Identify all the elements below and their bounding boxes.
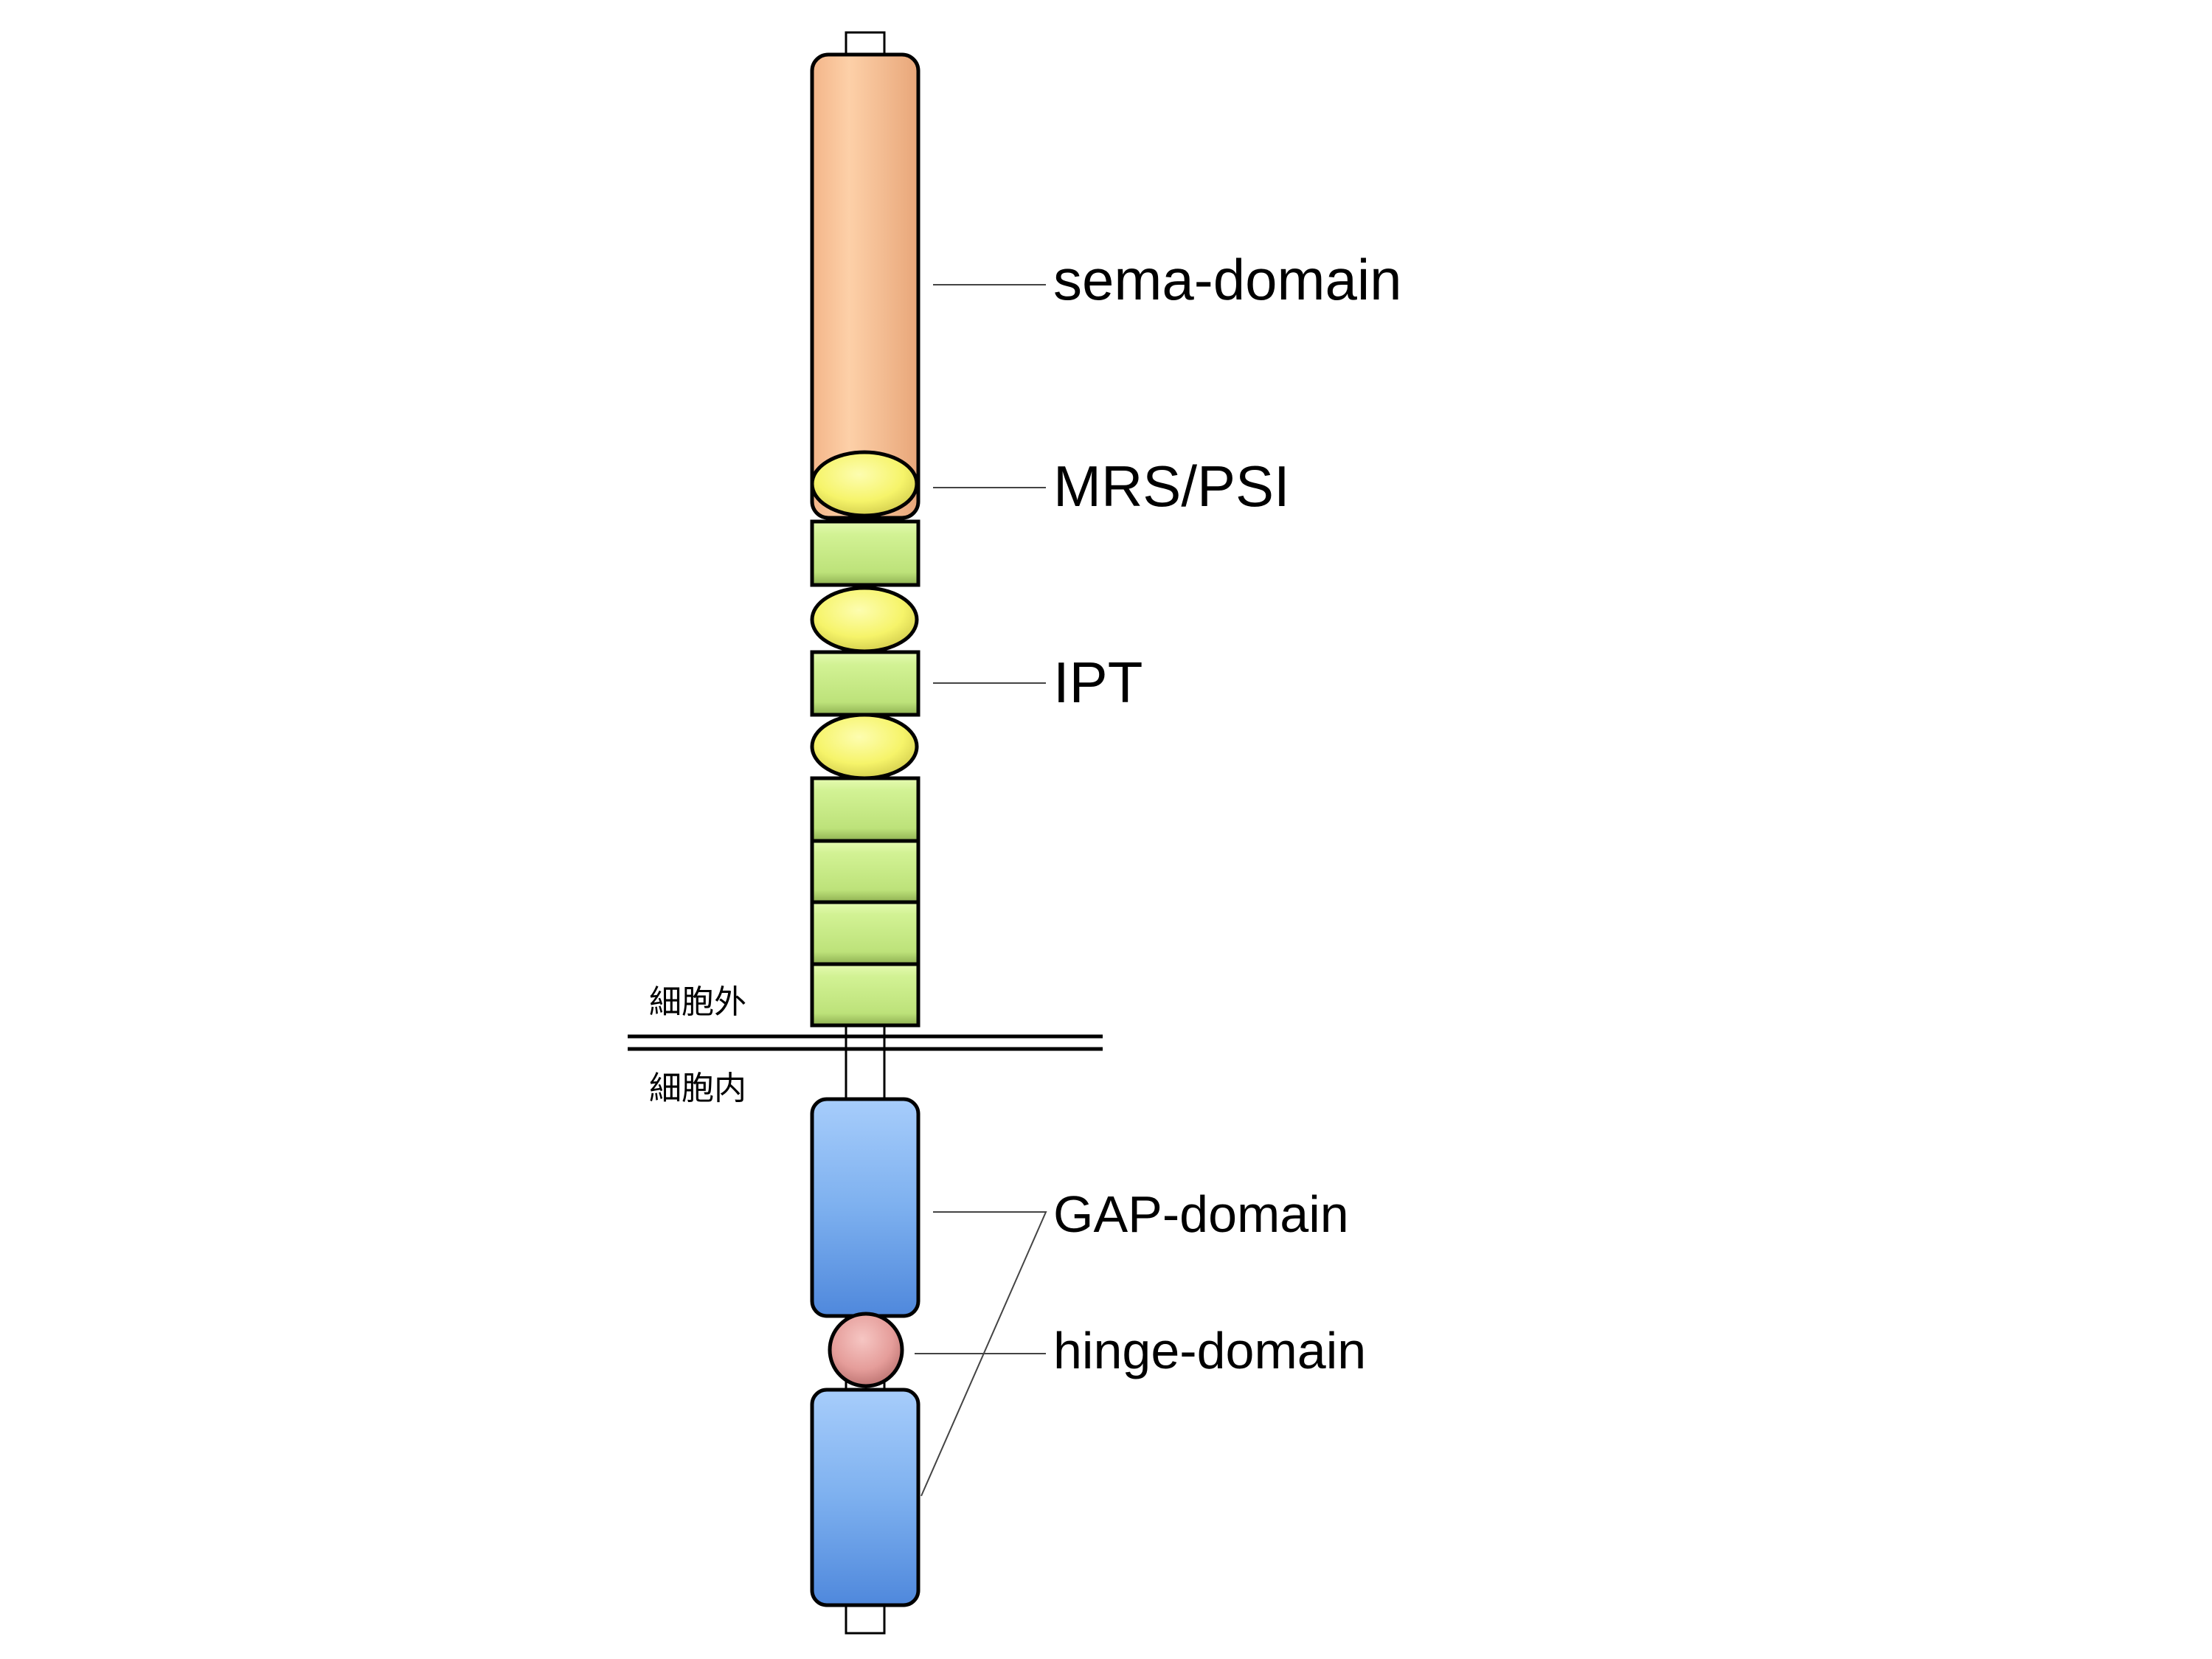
intracellular-label: 細胞内 (649, 1070, 746, 1107)
ipt-domain-shape (810, 900, 920, 966)
ipt-domain-shape (810, 962, 920, 1028)
extracellular-label: 細胞外 (649, 983, 746, 1021)
mrs-psi-shape (810, 450, 919, 518)
sema-domain-label: sema-domain (1053, 247, 1402, 312)
hinge-domain-label: hinge-domain (1053, 1322, 1366, 1379)
gap-domain-label: GAP-domain (1053, 1185, 1349, 1243)
gap-domain-shape-2 (810, 1388, 920, 1607)
ipt-label: IPT (1053, 650, 1143, 715)
sema-domain-shape (810, 52, 920, 520)
ipt-domain-shape (810, 776, 920, 843)
gap-leader-line (920, 1211, 1047, 1497)
hinge-domain-shape (828, 1312, 904, 1388)
psi-ellipse-shape (810, 713, 919, 780)
ipt-domain-shape (810, 519, 920, 587)
transmembrane-stub (845, 1020, 886, 1104)
mrs-psi-label: MRS/PSI (1053, 454, 1290, 519)
ipt-domain-shape (810, 650, 920, 717)
psi-ellipse-shape (810, 586, 919, 654)
gap-domain-shape-1 (810, 1097, 920, 1318)
ipt-domain-shape (810, 839, 920, 904)
